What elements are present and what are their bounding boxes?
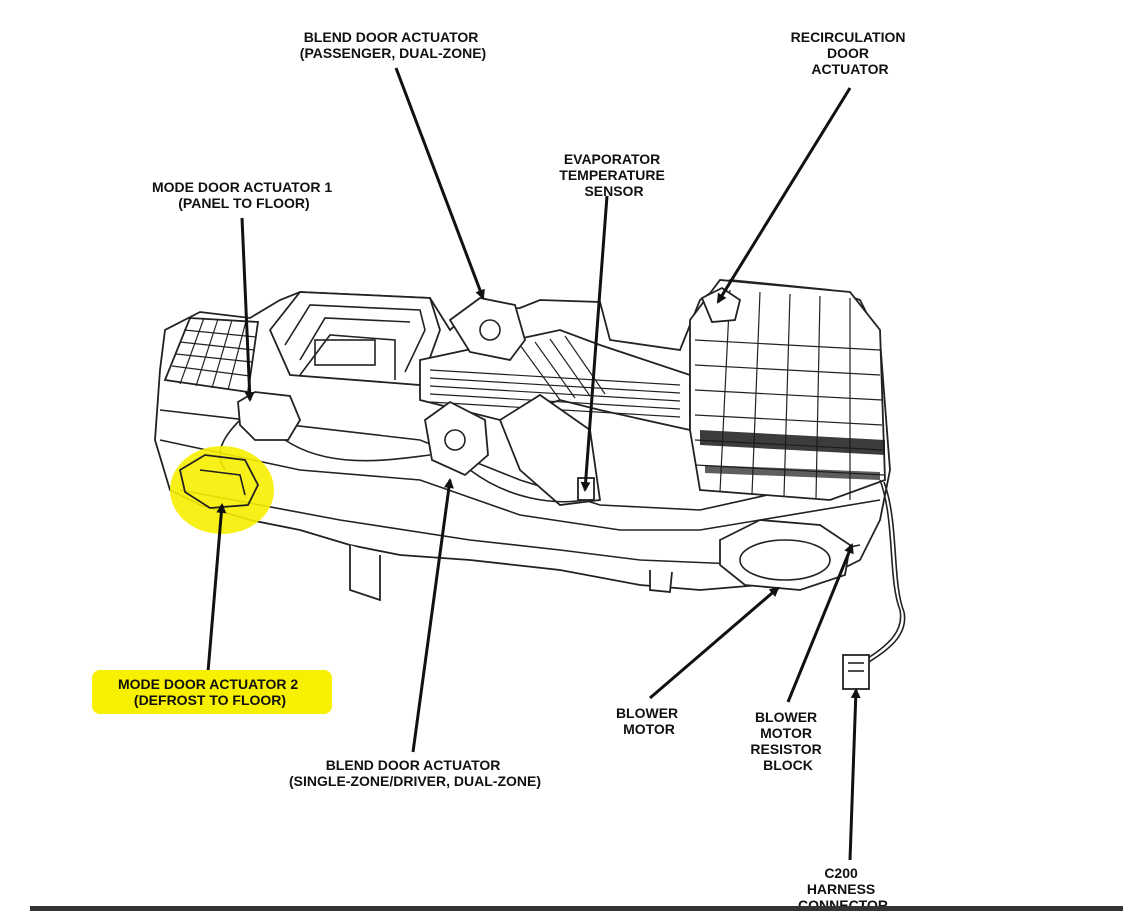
bottom-edge-bar [30, 906, 1123, 911]
leader-mode-door-2 [206, 503, 227, 673]
label-recirculation: RECIRCULATION DOOR ACTUATOR [791, 29, 910, 77]
label-blend-door-driver: BLEND DOOR ACTUATOR (SINGLE-ZONE/DRIVER,… [289, 757, 541, 789]
leader-mode-door-1 [240, 217, 255, 402]
mode-door-actuator-2-highlight [170, 446, 274, 534]
callout-labels: BLEND DOOR ACTUATOR (PASSENGER, DUAL-ZON… [92, 29, 910, 911]
label-c200: C200 HARNESS CONNECTOR [798, 865, 888, 911]
leader-lines [206, 67, 861, 861]
label-evaporator: EVAPORATOR TEMPERATURE SENSOR [559, 151, 668, 199]
leader-c200 [848, 688, 861, 861]
label-mode-door-2: MODE DOOR ACTUATOR 2 (DEFROST TO FLOOR) [118, 676, 302, 708]
leader-blend-door-driver [411, 478, 454, 753]
label-blower-resistor: BLOWER MOTOR RESISTOR BLOCK [750, 709, 825, 773]
leader-blend-door-passenger [394, 67, 485, 300]
leader-evaporator [580, 195, 609, 492]
leader-blower-motor [649, 586, 780, 700]
label-blend-door-passenger: BLEND DOOR ACTUATOR (PASSENGER, DUAL-ZON… [300, 29, 486, 61]
hvac-housing-illustration [154, 279, 906, 690]
leader-recirculation [716, 87, 852, 304]
label-blower-motor: BLOWER MOTOR [616, 705, 682, 737]
label-mode-door-1: MODE DOOR ACTUATOR 1 (PANEL TO FLOOR) [152, 179, 336, 211]
mode-door-2-label-highlight [92, 670, 332, 714]
leader-blower-resistor [786, 543, 854, 703]
